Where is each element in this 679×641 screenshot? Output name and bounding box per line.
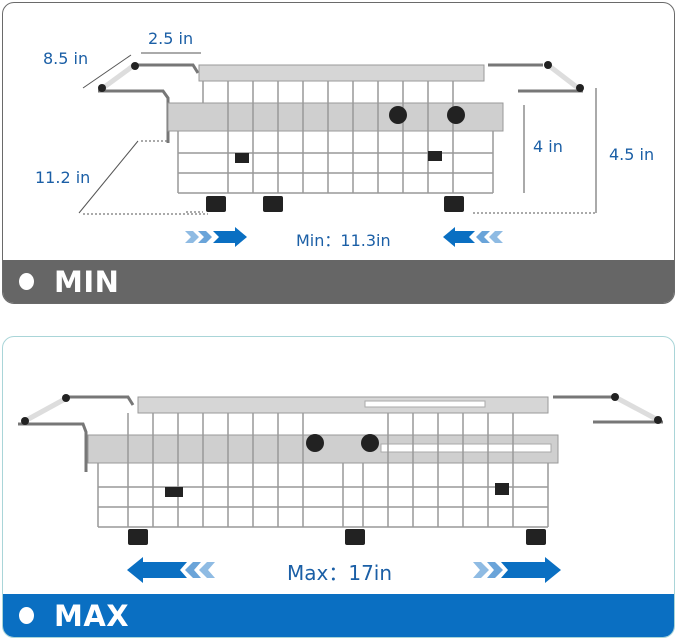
bullet-icon — [19, 607, 34, 624]
max-bar: MAX — [3, 594, 674, 637]
min-bar: MIN — [3, 260, 674, 303]
min-label: MIN — [54, 264, 120, 299]
total-height-label: 4.5 in — [609, 145, 655, 164]
min-panel: 8.5 in 2.5 in 11.2 in 4 in 4.5 in Min：11… — [2, 2, 675, 304]
dish-rack-max-illustration — [18, 393, 663, 583]
max-panel: Max：17in MAX — [2, 336, 675, 638]
max-width-label: Max：17in — [287, 561, 393, 585]
handle-depth-label: 2.5 in — [148, 29, 194, 48]
arrow-right-icon — [185, 227, 247, 247]
arrow-left-icon — [127, 557, 215, 583]
min-width-label: Min：11.3in — [296, 231, 391, 250]
dish-rack-min-illustration — [78, 52, 597, 247]
bullet-icon — [19, 273, 34, 290]
arrow-right-icon — [473, 557, 561, 583]
basket-height-label: 4 in — [533, 137, 563, 156]
max-label: MAX — [54, 598, 130, 633]
basket-depth-label: 11.2 in — [35, 168, 91, 187]
arrow-left-icon — [443, 227, 503, 247]
handle-length-label: 8.5 in — [43, 49, 89, 68]
